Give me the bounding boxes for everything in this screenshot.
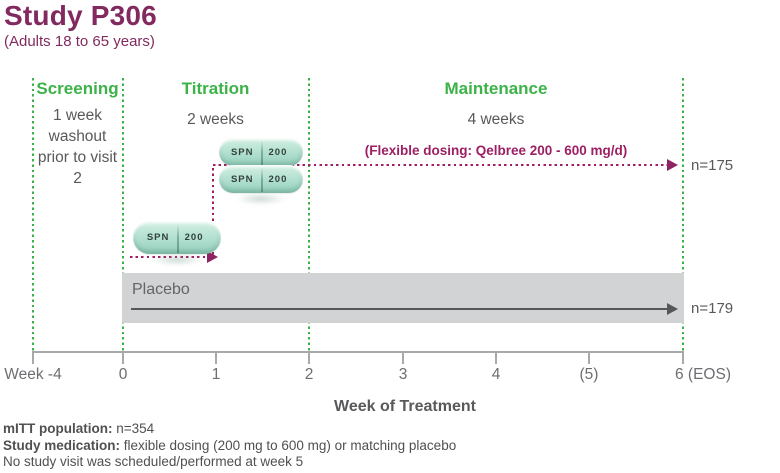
qelbree-capsule-icon: SPN 200	[133, 221, 221, 254]
dose-step-arrowhead-icon	[207, 251, 218, 263]
capsule-seam	[177, 222, 179, 253]
axis-tick	[308, 352, 310, 364]
page-title: Study P306	[4, 0, 157, 31]
phase-label-screening: Screening	[36, 79, 119, 98]
footnotes: mITT population: n=354 Study medication:…	[3, 421, 456, 471]
axis-tick-label: (5)	[579, 366, 599, 383]
axis-tick	[215, 352, 217, 364]
footnote-label: Study medication:	[3, 437, 121, 453]
footnote-label: mITT population:	[3, 421, 113, 436]
qelbree-n-label: n=175	[691, 157, 734, 174]
phase-boundary-line-week-minus4	[32, 78, 34, 352]
axis-tick-label: 6 (EOS)	[675, 366, 731, 383]
timeline-axis	[32, 351, 684, 353]
capsule-imprint: 200	[268, 146, 288, 158]
capsule-seam	[261, 166, 263, 192]
phase-label-maintenance: Maintenance	[444, 79, 548, 98]
axis-tick-label: Week -4	[4, 366, 62, 383]
footnote-line: Study medication: flexible dosing (200 m…	[3, 438, 456, 455]
axis-tick	[402, 352, 404, 364]
phase-label-titration: Titration	[181, 79, 250, 98]
placebo-arrow-line	[131, 308, 667, 310]
capsule-imprint: SPN	[230, 173, 254, 185]
axis-tick-label: 1	[211, 366, 221, 383]
phase-duration-screening: 1 week washout prior to visit 2	[37, 107, 118, 187]
placebo-label: Placebo	[132, 281, 190, 298]
dose-path-arrowhead-icon	[667, 159, 678, 171]
phase-duration-maintenance: 4 weeks	[467, 111, 525, 128]
placebo-arrowhead-icon	[667, 303, 678, 315]
footnote-line: No study visit was scheduled/performed a…	[3, 454, 456, 471]
placebo-bar: Placebo	[122, 273, 684, 323]
axis-tick	[32, 352, 34, 364]
qelbree-capsule-icon: SPN 200	[219, 165, 303, 193]
footnote-text: n=354	[112, 421, 155, 436]
axis-tick-label: 4	[491, 366, 501, 383]
axis-tick-label: 2	[304, 366, 314, 383]
phase-boundary-line-week6	[682, 78, 684, 352]
capsule-imprint: SPN	[230, 146, 254, 158]
qelbree-capsule-icon: SPN 200	[219, 138, 303, 166]
capsule-imprint: SPN	[146, 232, 170, 243]
axis-tick	[122, 352, 124, 364]
axis-title: Week of Treatment	[334, 398, 476, 415]
page-subtitle: (Adults 18 to 65 years)	[4, 33, 155, 50]
capsule-imprint: 200	[184, 232, 204, 243]
axis-tick	[588, 352, 590, 364]
flexible-dosing-note: (Flexible dosing: Qelbree 200 - 600 mg/d…	[364, 143, 628, 158]
capsule-seam	[261, 139, 263, 165]
phase-duration-titration: 2 weeks	[187, 111, 244, 128]
footnote-line: mITT population: n=354	[3, 421, 456, 438]
phase-boundary-line-week0	[122, 78, 124, 352]
axis-tick	[495, 352, 497, 364]
phase-boundary-line-week2	[308, 78, 310, 352]
dose-path-top-segment	[213, 164, 667, 166]
axis-tick	[682, 352, 684, 364]
footnote-text: flexible dosing (200 mg to 600 mg) or ma…	[120, 437, 457, 453]
axis-tick-label: 3	[398, 366, 408, 383]
axis-tick-label: 0	[118, 366, 128, 383]
capsule-imprint: 200	[268, 173, 288, 185]
footnote-text: No study visit was scheduled/performed a…	[3, 454, 304, 469]
placebo-n-label: n=179	[691, 300, 734, 317]
dose-path-step-up-segment	[212, 168, 214, 256]
